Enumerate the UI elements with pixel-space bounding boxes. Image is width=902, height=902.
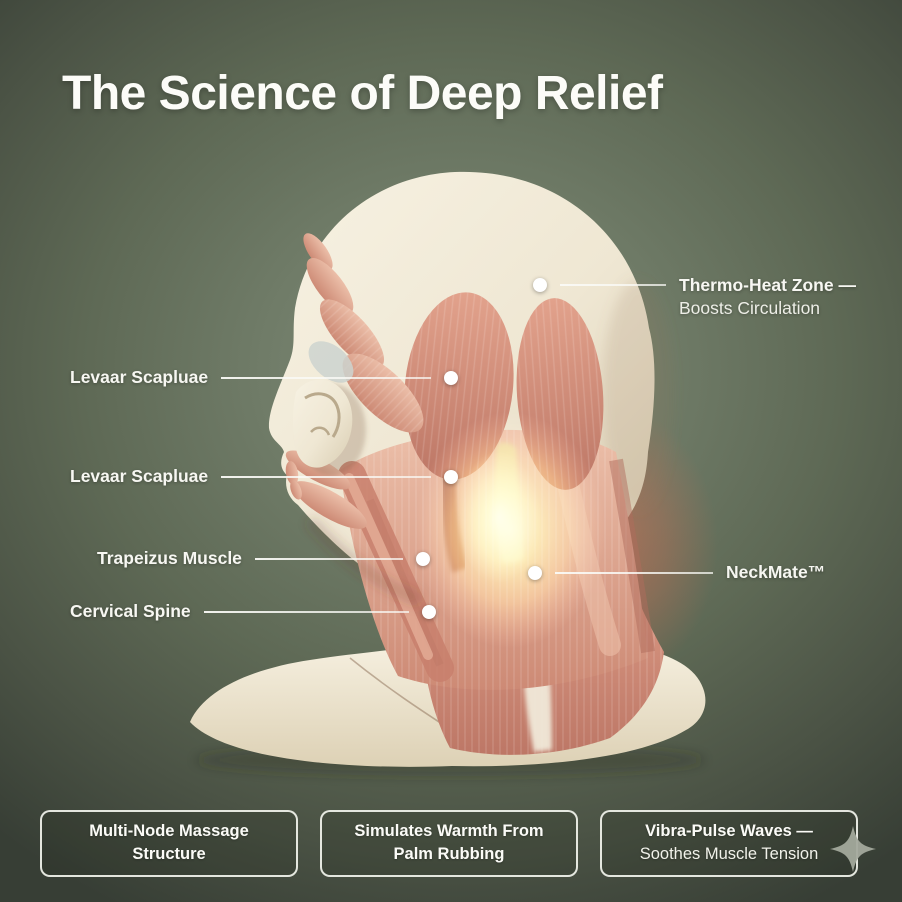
feature-label: Multi-Node Massage Structure	[89, 822, 249, 864]
feature-simulates-warmth: Simulates Warmth From Palm Rubbing	[320, 810, 578, 877]
callout-levaar-scapluae-upper: Levaar Scapluae	[70, 367, 459, 388]
callout-label: Levaar Scapluae	[70, 466, 209, 486]
callout-trapeizus-muscle: Trapeizus Muscle	[97, 548, 430, 569]
leader-line	[221, 376, 432, 379]
feature-label: Vibra-Pulse Waves —	[645, 822, 813, 840]
callout-label: Cervical Spine	[70, 601, 191, 621]
leader-line	[560, 284, 666, 286]
callout-label: Trapeizus Muscle	[97, 548, 242, 568]
leader-line	[221, 475, 432, 478]
leader-line	[203, 610, 409, 613]
sparkle-icon	[830, 826, 876, 872]
callout-levaar-scapluae-lower: Levaar Scapluae	[70, 466, 459, 487]
callout-neckmate: NeckMate™	[528, 562, 825, 583]
callout-dot	[444, 370, 459, 385]
feature-sublabel: Soothes Muscle Tension	[639, 845, 819, 864]
page-title: The Science of Deep Relief	[62, 67, 663, 120]
feature-vibra-pulse-waves: Vibra-Pulse Waves — Soothes Muscle Tensi…	[600, 810, 858, 877]
callout-cervical-spine: Cervical Spine	[70, 601, 436, 622]
callout-label: Thermo-Heat Zone —	[679, 275, 856, 295]
callout-sublabel: Boosts Circulation	[679, 298, 821, 318]
callout-dot	[415, 551, 430, 566]
callout-label: Levaar Scapluae	[70, 367, 209, 387]
leader-line	[555, 571, 713, 574]
callout-dot	[528, 565, 542, 580]
feature-boxes: Multi-Node Massage Structure Simulates W…	[40, 810, 858, 877]
leader-line	[254, 557, 403, 560]
callout-dot	[444, 469, 459, 484]
callout-label: NeckMate™	[726, 562, 826, 582]
feature-label: Simulates Warmth From Palm Rubbing	[354, 822, 544, 864]
feature-multi-node-massage: Multi-Node Massage Structure	[40, 810, 298, 877]
callout-text: Thermo-Heat Zone — Boosts Circulation	[679, 274, 856, 320]
callout-dot	[533, 278, 547, 292]
callout-thermo-heat-zone: Thermo-Heat Zone — Boosts Circulation	[533, 275, 856, 320]
callout-dot	[421, 604, 436, 619]
